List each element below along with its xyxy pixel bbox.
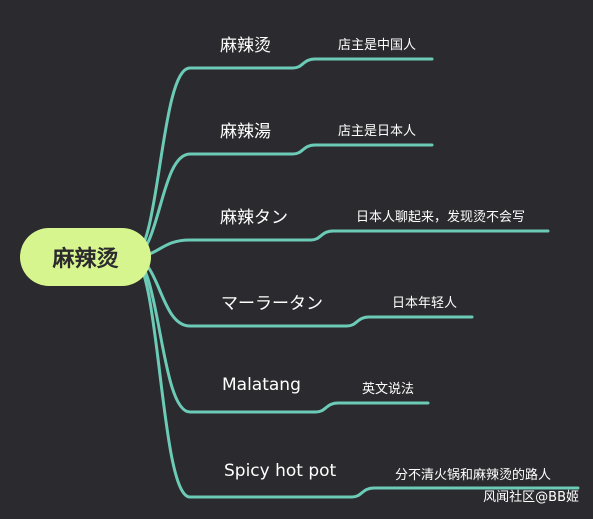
- branch-note-1: 店主是中国人: [338, 38, 417, 53]
- branch-note-6: 分不清火锅和麻辣烫的路人: [395, 468, 552, 483]
- connector-5: [130, 255, 430, 414]
- connector-4: [130, 255, 474, 328]
- branch-label-2: 麻辣湯: [220, 122, 271, 142]
- branch-note-2: 店主是日本人: [338, 124, 417, 139]
- watermark: 风闻社区@BB姬: [483, 490, 579, 505]
- branch-note-3: 日本人聊起来，发现烫不会写: [356, 210, 526, 225]
- connector-2: [130, 143, 434, 259]
- branch-note-5: 英文说法: [362, 382, 415, 397]
- branch-label-1: 麻辣烫: [220, 36, 271, 56]
- branch-label-6: Spicy hot pot: [224, 461, 337, 481]
- branch-note-4: 日本年轻人: [392, 296, 458, 311]
- connector-6: [130, 255, 580, 499]
- connector-1: [130, 57, 434, 259]
- connector-3: [130, 229, 550, 259]
- branch-label-5: Malatang: [222, 375, 301, 395]
- branch-label-4: マーラータン: [221, 294, 323, 314]
- root-label: 麻辣烫: [52, 247, 119, 272]
- branch-label-3: 麻辣タン: [220, 208, 288, 228]
- root-node: 麻辣烫: [20, 228, 151, 286]
